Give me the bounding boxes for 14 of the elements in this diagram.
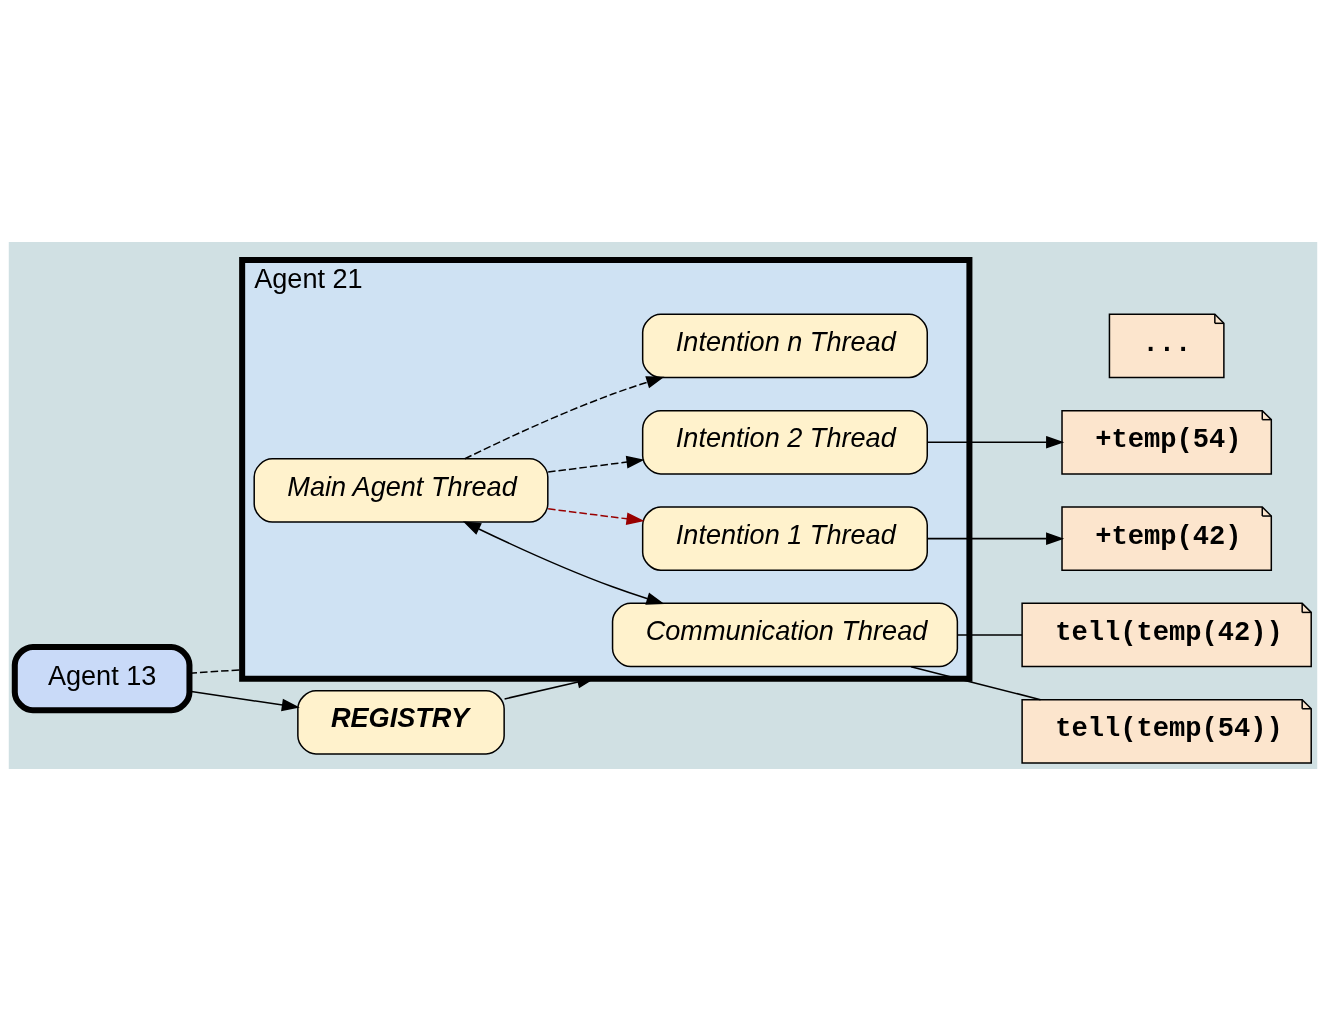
arrow: [926, 532, 1065, 545]
arrow: [464, 376, 665, 460]
arrow: [547, 455, 645, 473]
arrow: [547, 508, 645, 526]
node-box: Intention n Thread: [641, 313, 928, 379]
node-box: Main Agent Thread: [253, 458, 549, 523]
node-box: Agent 13: [11, 644, 193, 714]
node-box: Intention 2 Thread: [641, 409, 928, 475]
arrow: [926, 435, 1065, 449]
connector: [956, 634, 1023, 636]
node-box: Communication Thread: [611, 602, 959, 668]
node-box: REGISTRY: [297, 689, 505, 755]
node-box: Intention 1 Thread: [641, 506, 928, 571]
arrow: [462, 521, 665, 605]
